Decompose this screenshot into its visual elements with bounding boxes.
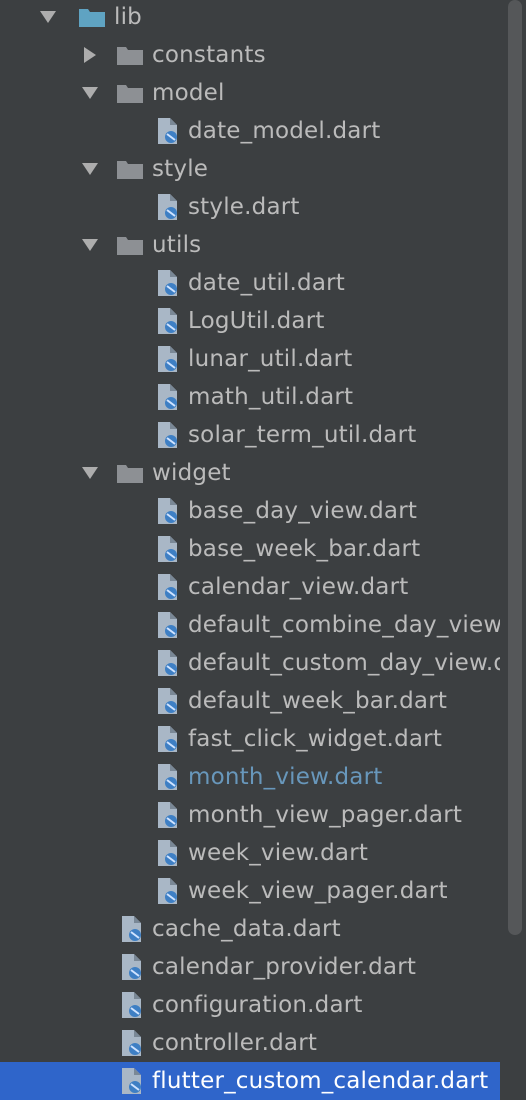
dart-file-icon bbox=[120, 953, 144, 981]
dart-file-icon bbox=[120, 1029, 144, 1057]
tree-node-label: style bbox=[152, 156, 209, 182]
tree-node-label: base_week_bar.dart bbox=[188, 536, 421, 562]
tree-node-date-model[interactable]: date_model.dart bbox=[0, 112, 500, 150]
dart-file-icon bbox=[156, 535, 180, 563]
chevron-right-icon[interactable] bbox=[80, 45, 100, 65]
tree-node-configuration[interactable]: configuration.dart bbox=[0, 986, 500, 1024]
tree-node-base-day-view[interactable]: base_day_view.dart bbox=[0, 492, 500, 530]
tree-node-label: fast_click_widget.dart bbox=[188, 726, 443, 752]
tree-node-label: solar_term_util.dart bbox=[188, 422, 417, 448]
tree-node-widget[interactable]: widget bbox=[0, 454, 500, 492]
tree-node-fast-click-widget[interactable]: fast_click_widget.dart bbox=[0, 720, 500, 758]
tree-node-solar-term-util[interactable]: solar_term_util.dart bbox=[0, 416, 500, 454]
dart-file-icon bbox=[156, 687, 180, 715]
tree-node-label: default_custom_day_view.dart bbox=[188, 650, 500, 676]
chevron-down-icon[interactable] bbox=[80, 83, 100, 103]
dart-file-icon bbox=[156, 877, 180, 905]
dart-file-icon bbox=[120, 991, 144, 1019]
tree-node-cache-data[interactable]: cache_data.dart bbox=[0, 910, 500, 948]
tree-node-default-combine-day-view[interactable]: default_combine_day_view.dart bbox=[0, 606, 500, 644]
tree-node-label: base_day_view.dart bbox=[188, 498, 418, 524]
tree-node-label: lib bbox=[114, 4, 142, 30]
dart-file-icon bbox=[156, 421, 180, 449]
tree-node-calendar-provider[interactable]: calendar_provider.dart bbox=[0, 948, 500, 986]
dart-file-icon bbox=[156, 345, 180, 373]
dart-file-icon bbox=[156, 193, 180, 221]
tree-node-label: LogUtil.dart bbox=[188, 308, 325, 334]
tree-node-label: week_view.dart bbox=[188, 840, 369, 866]
tree-node-log-util[interactable]: LogUtil.dart bbox=[0, 302, 500, 340]
tree-node-label: model bbox=[152, 80, 225, 106]
tree-node-label: date_util.dart bbox=[188, 270, 346, 296]
dart-file-icon bbox=[156, 497, 180, 525]
tree-node-label: utils bbox=[152, 232, 202, 258]
tree-node-label: default_week_bar.dart bbox=[188, 688, 448, 714]
tree-node-label: lunar_util.dart bbox=[188, 346, 353, 372]
tree-node-controller[interactable]: controller.dart bbox=[0, 1024, 500, 1062]
dart-file-icon bbox=[156, 383, 180, 411]
tree-node-label: style.dart bbox=[188, 194, 300, 220]
tree-node-lunar-util[interactable]: lunar_util.dart bbox=[0, 340, 500, 378]
tree-node-label: widget bbox=[152, 460, 231, 486]
tree-node-week-view-pager[interactable]: week_view_pager.dart bbox=[0, 872, 500, 910]
tree-node-label: calendar_provider.dart bbox=[152, 954, 417, 980]
tree-node-default-custom-day-view[interactable]: default_custom_day_view.dart bbox=[0, 644, 500, 682]
folder-icon bbox=[116, 44, 144, 66]
tree-node-month-view[interactable]: month_view.dart bbox=[0, 758, 500, 796]
dart-file-icon bbox=[156, 117, 180, 145]
tree-node-label: cache_data.dart bbox=[152, 916, 341, 942]
chevron-down-icon[interactable] bbox=[80, 235, 100, 255]
tree-node-label: date_model.dart bbox=[188, 118, 381, 144]
folder-icon bbox=[116, 234, 144, 256]
tree-node-model[interactable]: model bbox=[0, 74, 500, 112]
tree-node-label: math_util.dart bbox=[188, 384, 354, 410]
tree-node-date-util[interactable]: date_util.dart bbox=[0, 264, 500, 302]
chevron-down-icon[interactable] bbox=[80, 463, 100, 483]
folder-icon bbox=[116, 158, 144, 180]
tree-node-label: flutter_custom_calendar.dart bbox=[152, 1068, 489, 1094]
dart-file-icon bbox=[120, 1067, 144, 1095]
dart-file-icon bbox=[156, 839, 180, 867]
folder-icon bbox=[116, 82, 144, 104]
tree-node-label: configuration.dart bbox=[152, 992, 363, 1018]
tree-node-label: controller.dart bbox=[152, 1030, 318, 1056]
tree-node-lib[interactable]: lib bbox=[0, 0, 500, 36]
chevron-down-icon[interactable] bbox=[38, 7, 58, 27]
dart-file-icon bbox=[156, 725, 180, 753]
tree-node-week-view[interactable]: week_view.dart bbox=[0, 834, 500, 872]
tree-node-calendar-view[interactable]: calendar_view.dart bbox=[0, 568, 500, 606]
tree-node-label: month_view.dart bbox=[188, 764, 383, 790]
dart-file-icon bbox=[156, 763, 180, 791]
tree-node-utils[interactable]: utils bbox=[0, 226, 500, 264]
tree-node-math-util[interactable]: math_util.dart bbox=[0, 378, 500, 416]
dart-file-icon bbox=[156, 801, 180, 829]
dart-file-icon bbox=[156, 573, 180, 601]
tree-node-flutter-custom-calendar[interactable]: flutter_custom_calendar.dart bbox=[0, 1062, 500, 1100]
tree-node-style-dart[interactable]: style.dart bbox=[0, 188, 500, 226]
tree-node-label: week_view_pager.dart bbox=[188, 878, 448, 904]
tree-node-month-view-pager[interactable]: month_view_pager.dart bbox=[0, 796, 500, 834]
dart-file-icon bbox=[156, 611, 180, 639]
tree-node-label: month_view_pager.dart bbox=[188, 802, 463, 828]
dart-file-icon bbox=[156, 269, 180, 297]
tree-node-style[interactable]: style bbox=[0, 150, 500, 188]
vertical-scrollbar-thumb[interactable] bbox=[508, 0, 522, 935]
chevron-down-icon[interactable] bbox=[80, 159, 100, 179]
tree-node-label: default_combine_day_view.dart bbox=[188, 612, 500, 638]
dart-file-icon bbox=[120, 915, 144, 943]
folder-icon bbox=[116, 462, 144, 484]
tree-node-base-week-bar[interactable]: base_week_bar.dart bbox=[0, 530, 500, 568]
source-folder-icon bbox=[78, 6, 106, 28]
tree-node-default-week-bar[interactable]: default_week_bar.dart bbox=[0, 682, 500, 720]
tree-node-constants[interactable]: constants bbox=[0, 36, 500, 74]
tree-node-label: calendar_view.dart bbox=[188, 574, 409, 600]
dart-file-icon bbox=[156, 307, 180, 335]
dart-file-icon bbox=[156, 649, 180, 677]
tree-node-label: constants bbox=[152, 42, 266, 68]
